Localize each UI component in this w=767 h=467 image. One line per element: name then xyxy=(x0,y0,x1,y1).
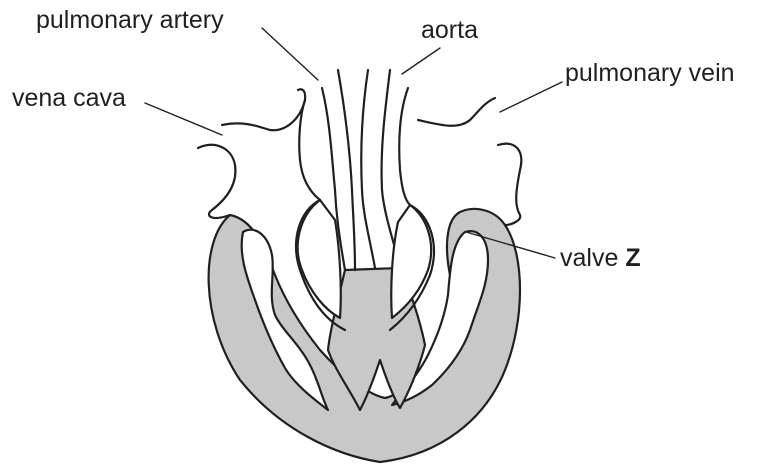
pulmonary-vein-vessel xyxy=(399,88,410,205)
pulmonary-artery-label: pulmonary artery xyxy=(36,8,224,33)
vena-cava-pointer xyxy=(145,103,222,135)
valve-z-letter: Z xyxy=(625,244,640,272)
aorta-pointer xyxy=(402,48,440,74)
valve-z-label: valve Z xyxy=(560,246,641,271)
vena-cava-vessel xyxy=(198,145,235,218)
pulmonary-vein-label: pulmonary vein xyxy=(565,61,735,86)
vena-cava-label: vena cava xyxy=(12,86,126,111)
aorta-label: aorta xyxy=(421,18,478,43)
tricuspid-valve xyxy=(298,200,341,318)
valve-z-prefix: valve xyxy=(560,244,618,272)
pulmonary-vein-pointer xyxy=(500,82,562,112)
pulmonary-artery-pointer xyxy=(262,28,318,80)
aorta-vessel xyxy=(361,70,375,268)
aortic-valve xyxy=(391,205,431,318)
